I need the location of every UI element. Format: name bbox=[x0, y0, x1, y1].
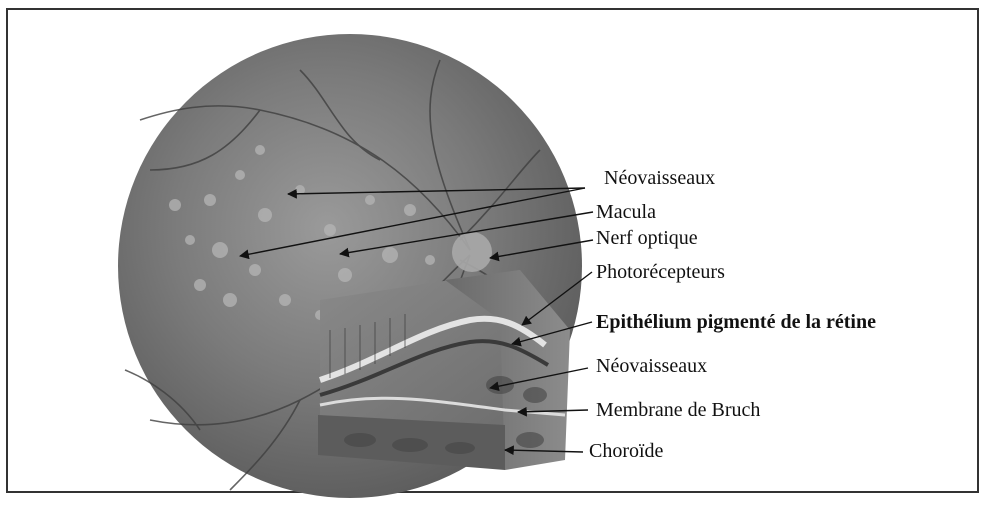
label-nerf-optique: Nerf optique bbox=[596, 228, 698, 248]
label-photorecepteurs: Photorécepteurs bbox=[596, 262, 725, 282]
retina-cross-section bbox=[318, 270, 570, 470]
label-neovaisseaux-bottom: Néovaisseaux bbox=[596, 356, 707, 376]
label-membrane-de-bruch: Membrane de Bruch bbox=[596, 400, 760, 420]
label-epithelium: Epithélium pigmenté de la rétine bbox=[596, 312, 876, 332]
label-choroide: Choroïde bbox=[589, 441, 663, 461]
label-macula: Macula bbox=[596, 202, 656, 222]
label-neovaisseaux-top: Néovaisseaux bbox=[604, 168, 715, 188]
